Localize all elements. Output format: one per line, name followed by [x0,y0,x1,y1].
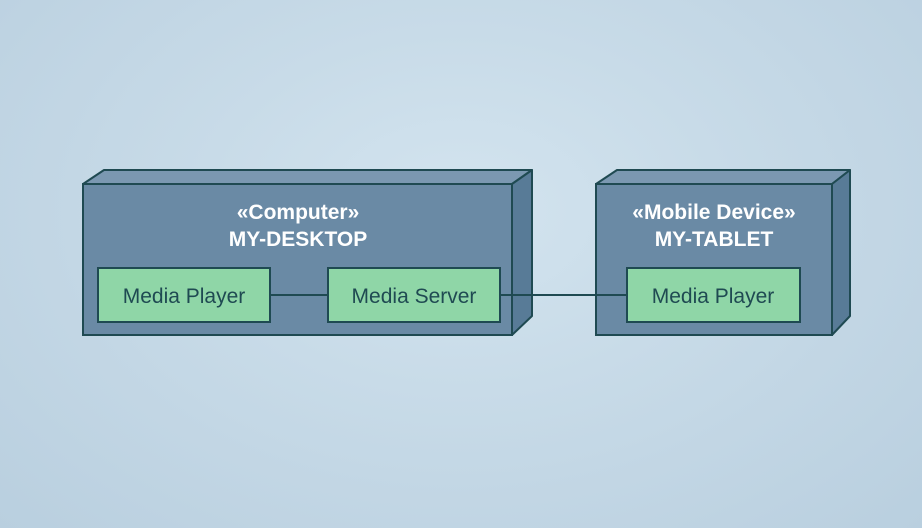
node-computer-side [511,169,533,336]
node-mobile-side [831,169,851,336]
node-computer-stereotype: «Computer» [237,201,360,224]
component-desktop-media-server: Media Server [327,267,501,323]
component-tablet-media-player: Media Player [626,267,801,323]
node-mobile-top [595,169,851,185]
node-computer-top [82,169,533,185]
node-mobile-name: MY-TABLET [655,228,774,251]
component-desktop-media-player-label: Media Player [123,285,246,308]
component-desktop-media-player: Media Player [97,267,271,323]
component-tablet-media-player-label: Media Player [652,285,775,308]
node-computer-name: MY-DESKTOP [229,228,367,251]
component-desktop-media-server-label: Media Server [352,285,477,308]
node-mobile-stereotype: «Mobile Device» [632,201,795,224]
